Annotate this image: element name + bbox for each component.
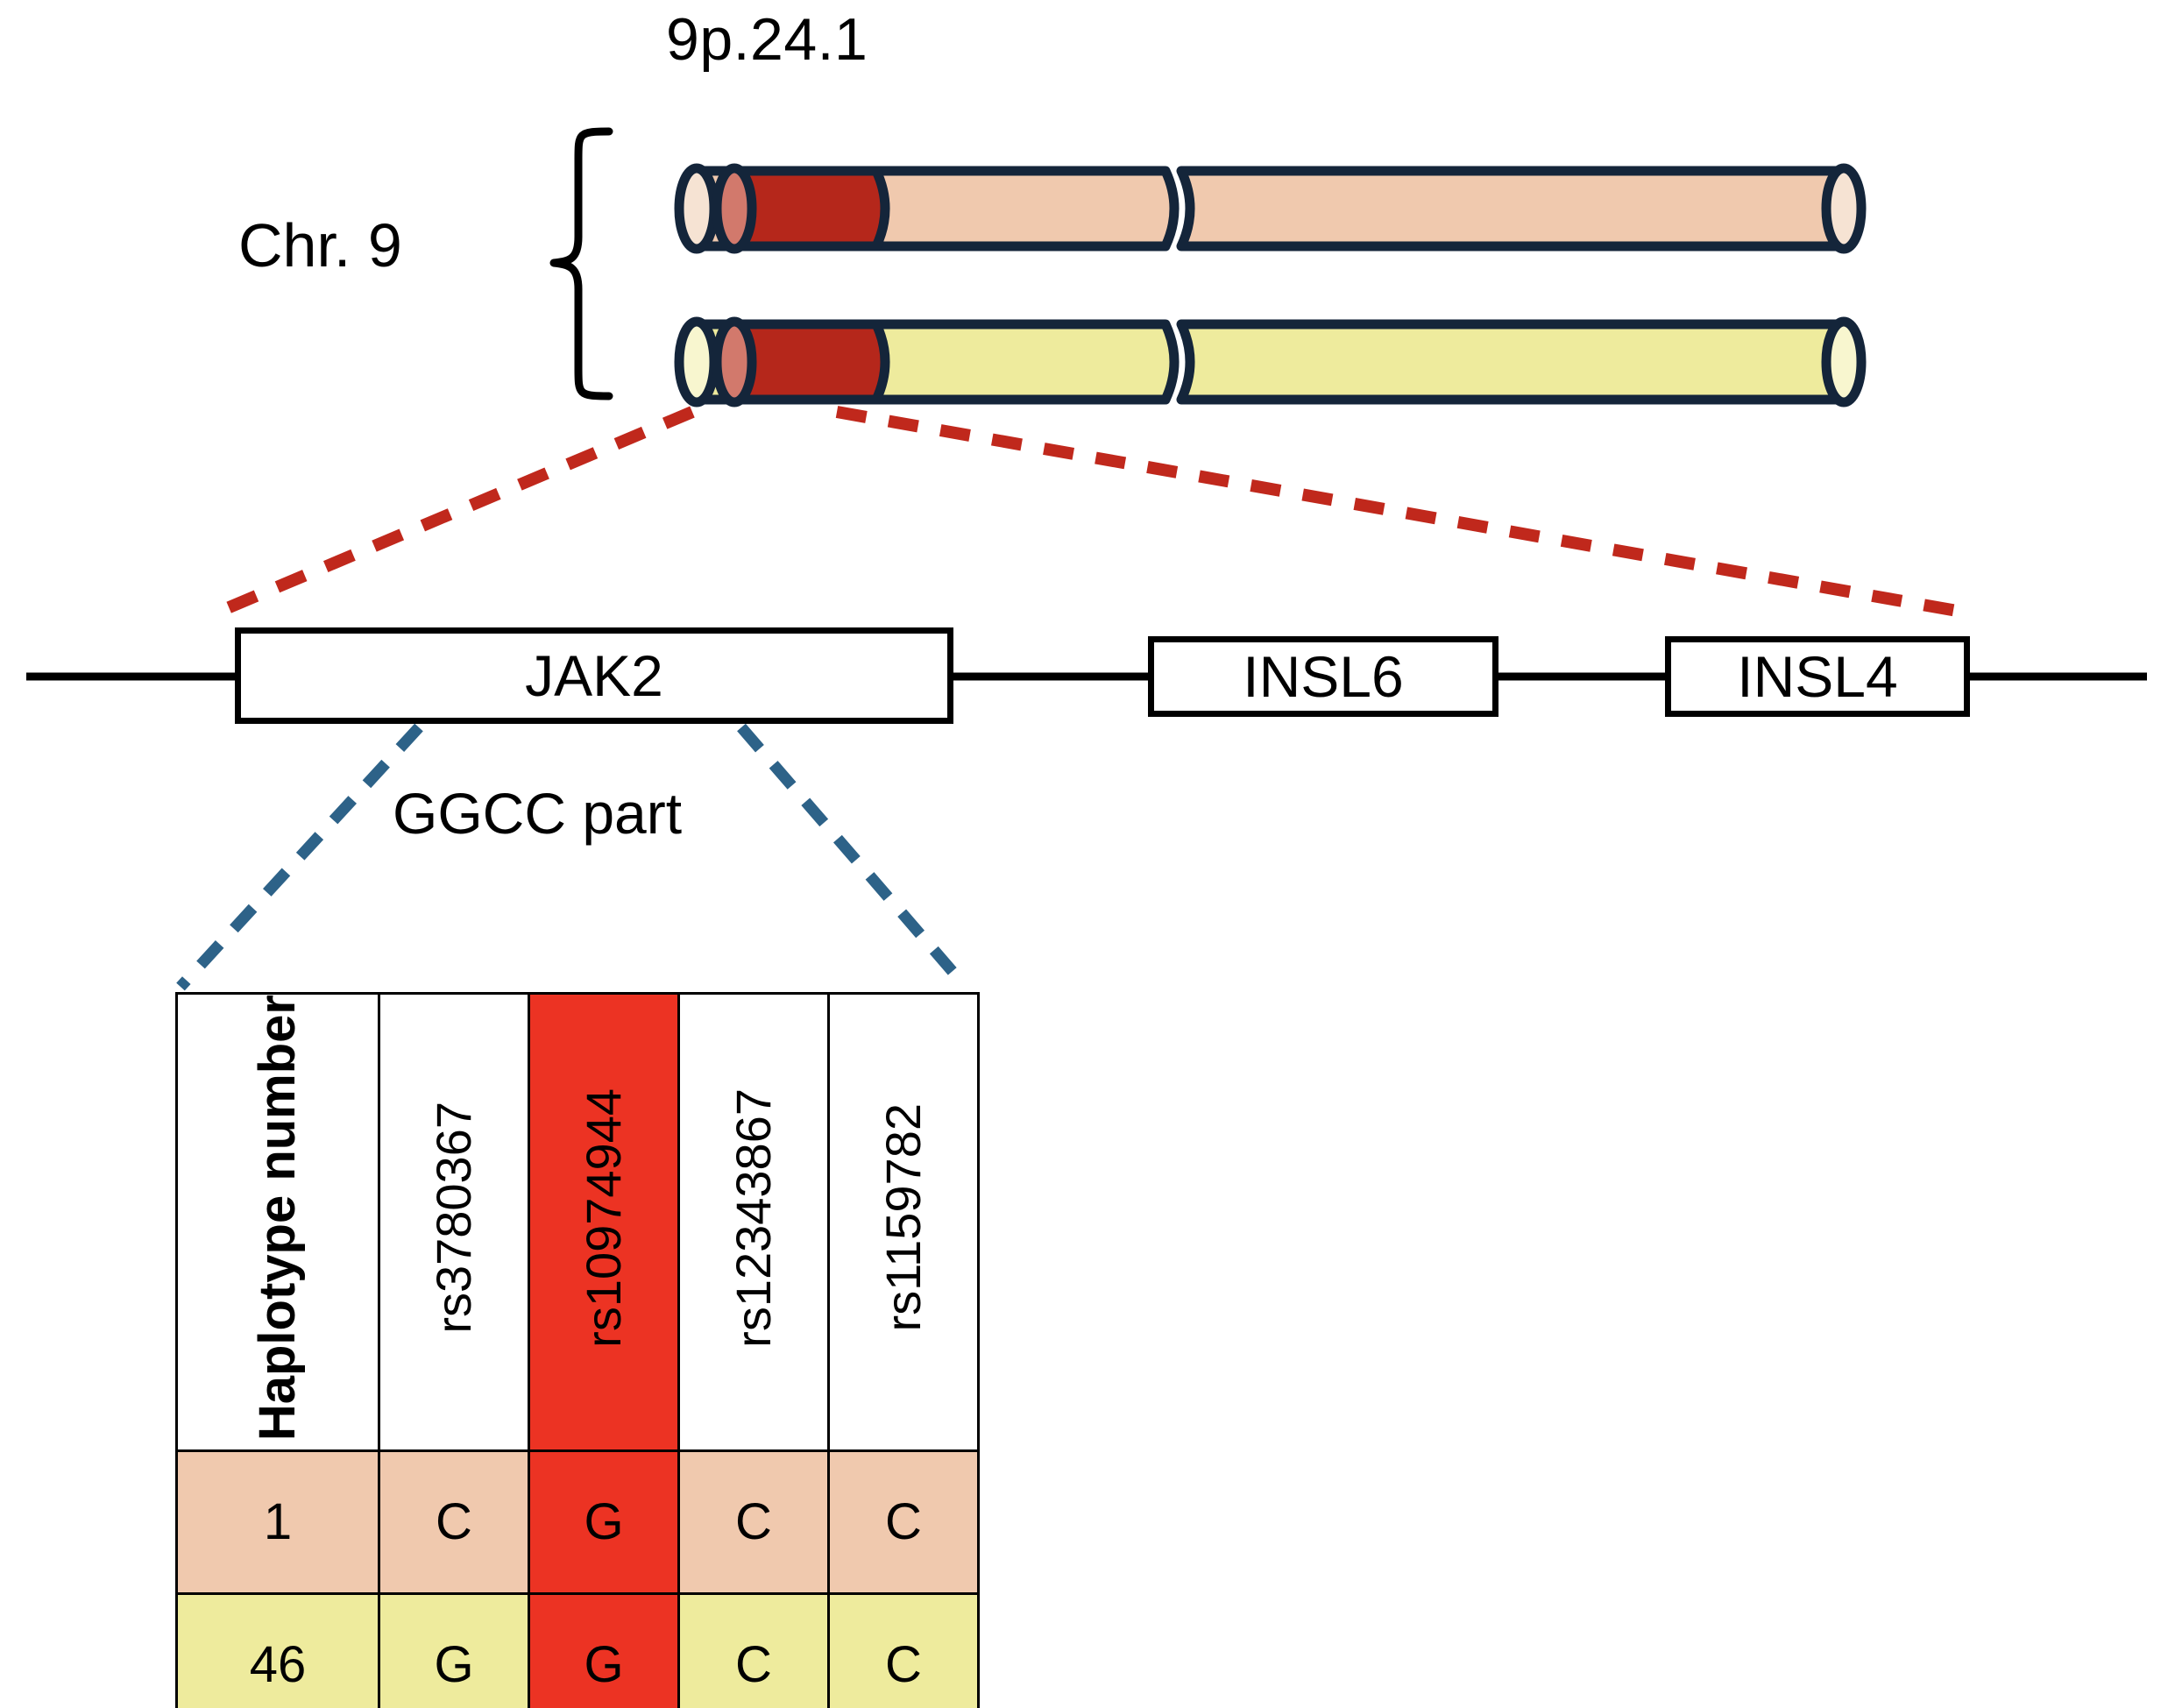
header-label-rs3780367: rs3780367 (426, 1102, 481, 1334)
header-label-rs12343867: rs12343867 (726, 1088, 781, 1348)
red-dashed-connectors (212, 406, 1973, 620)
cell-haplotype-number: 46 (175, 1592, 380, 1708)
chromosome-label: Chr. 9 (238, 211, 402, 280)
chromosome-46-band-edge (712, 316, 757, 408)
table-row: 1 C G C C (175, 1449, 980, 1596)
cell-allele-rs12343867: C (677, 1449, 830, 1596)
chromosome-brace (549, 127, 613, 400)
header-label-rs1159782: rs1159782 (875, 1103, 931, 1332)
haplotype-table: Haplotype number rs3780367 rs10974944 rs… (175, 991, 980, 1708)
cell-haplotype-number: 1 (175, 1449, 380, 1596)
cell-allele-rs1159782: C (827, 1449, 980, 1596)
header-cell-haplotype-number: Haplotype number (175, 991, 380, 1453)
header-cell-rs12343867: rs12343867 (677, 991, 830, 1453)
header-cell-rs10974944: rs10974944 (528, 991, 680, 1453)
cell-allele-rs10974944: G (528, 1449, 680, 1596)
chromosome-haplotype-46 (674, 316, 1867, 408)
blue-dashed-connectors (176, 723, 970, 991)
table-row: 46 G G C C (175, 1592, 980, 1708)
cell-allele-rs10974944: G (528, 1592, 680, 1708)
table-header-row: Haplotype number rs3780367 rs10974944 rs… (175, 991, 980, 1453)
cell-allele-rs3780367: G (378, 1592, 530, 1708)
gene-label-insl6: INSL6 (1243, 644, 1404, 709)
ggcc-region-label: GGCC part (393, 781, 683, 846)
gene-label-insl4: INSL4 (1737, 644, 1898, 709)
chromosome-1-right-cap (1821, 163, 1867, 254)
cytoband-label: 9p.24.1 (666, 6, 868, 73)
header-cell-rs3780367: rs3780367 (378, 991, 530, 1453)
header-cell-rs1159782: rs1159782 (827, 991, 980, 1453)
chromosome-46-left-cap (674, 316, 719, 408)
header-label-rs10974944: rs10974944 (576, 1088, 631, 1348)
cell-allele-rs12343867: C (677, 1592, 830, 1708)
header-label-haplotype-number: Haplotype number (248, 995, 306, 1442)
gene-box-insl6[interactable]: INSL6 (1148, 636, 1498, 717)
gene-label-jak2: JAK2 (525, 643, 663, 708)
chromosome-1-band-edge (712, 163, 757, 254)
chromosome-46-right-cap (1821, 316, 1867, 408)
chromosome-1-left-cap (674, 163, 719, 254)
gene-box-insl4[interactable]: INSL4 (1665, 636, 1970, 717)
chromosome-haplotype-1 (674, 163, 1867, 254)
gene-box-jak2[interactable]: JAK2 (235, 627, 953, 724)
cell-allele-rs3780367: C (378, 1449, 530, 1596)
cell-allele-rs1159782: C (827, 1592, 980, 1708)
